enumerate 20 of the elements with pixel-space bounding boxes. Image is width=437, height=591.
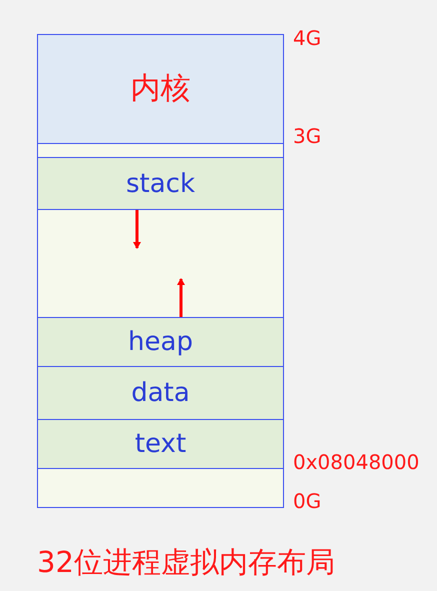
segment-label: heap	[128, 329, 193, 355]
arrow	[133, 210, 141, 249]
caption: 32位进程虚拟内存布局	[37, 548, 335, 577]
address-label: 3G	[293, 126, 322, 146]
segment-label: text	[134, 431, 186, 457]
address-label: 0G	[293, 491, 322, 511]
memory-segment	[37, 157, 284, 210]
segment-label: data	[131, 380, 190, 406]
memory-region	[37, 143, 284, 158]
segment-label: 内核	[130, 74, 190, 104]
memory-segment	[37, 419, 284, 469]
memory-region	[37, 468, 284, 508]
address-label: 0x08048000	[293, 452, 420, 472]
memory-segment	[37, 317, 284, 367]
memory-segment	[37, 34, 284, 144]
address-label: 4G	[293, 28, 322, 48]
arrow	[177, 278, 185, 317]
memory-region	[37, 209, 284, 318]
memory-segment	[37, 366, 284, 420]
segment-label: stack	[126, 170, 196, 196]
